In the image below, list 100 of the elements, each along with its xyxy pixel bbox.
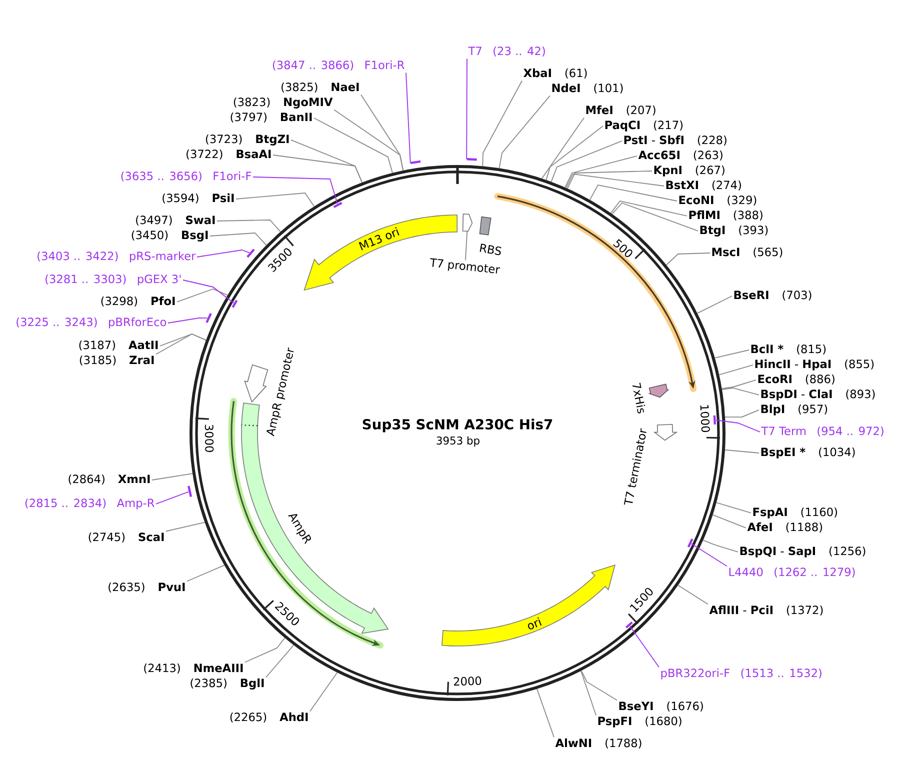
leader-line [210,232,267,246]
tick-label: 1000 [700,405,710,432]
leader-line [566,173,664,188]
leader-line [691,543,728,567]
leader-line [252,176,338,204]
leader-line [610,200,688,216]
leader-line [196,250,250,258]
primer-label: (3281 .. 3303) pGEX 3' [46,274,181,286]
leader-line [482,80,522,167]
enzyme-site-label: (3723) BtgZI [206,134,289,146]
enzyme-site-label: HincII - HpaI (855) [755,359,874,370]
leader-line [716,420,760,432]
leader-line [266,644,294,678]
enzyme-site-label: BspDI - ClaI (893) [761,389,875,400]
enzyme-site-label: KpnI (267) [654,165,724,176]
leader-line [666,252,710,266]
leader-line [360,94,404,172]
enzyme-site-label: AlwNI (1788) [555,738,642,749]
enzyme-site-label: AflIII - PciI (1372) [709,605,823,616]
primer-mark [687,538,694,548]
leader-line [236,192,315,207]
enzyme-site-label: PstI - SbfI (228) [624,135,726,146]
feature-label: 7xHis [632,382,646,414]
primer-mark [466,158,477,161]
leader-line [678,584,708,605]
feature-label: AmpR promoter [266,347,294,436]
leader-line [166,522,206,532]
enzyme-site-label: (3594) PsiI [162,193,234,204]
primer-label: T7 Term (954 .. 972) [761,426,884,437]
primer-label: (3847 .. 3866) F1ori-R [272,60,404,71]
leader-line [182,280,234,304]
enzyme-site-label: MfeI (207) [586,105,656,116]
enzyme-site-label: (2265) AhdI [230,712,308,723]
enzyme-site-label: EcoNI (329) [679,195,756,206]
primer-label: T7 (23 .. 42) [468,46,545,57]
leader-line [612,202,698,232]
leader-line [721,388,760,396]
leader-line [714,350,750,358]
primer-label: (3403 .. 3422) pRS-marker [38,251,196,262]
feature-label: RBS [480,244,502,256]
leader-line [724,410,760,418]
leader-line [629,626,660,668]
leader-line [718,364,754,376]
plasmid-name: Sup35 ScNM A230C His7 [362,418,552,432]
primer-mark [232,300,238,308]
leader-line [186,564,225,582]
enzyme-site-label: PaqCI (217) [605,120,683,132]
enzyme-site-label: BstXI (274) [666,180,741,191]
enzyme-site-label: (3722) BsaAI [186,149,271,160]
leader-line [498,95,550,169]
enzyme-site-label: (3185) ZraI [80,355,154,366]
enzyme-site-label: (2864) XmnI [68,474,150,485]
leader-line [589,184,678,202]
feature-label: T7 terminator [624,428,646,505]
enzyme-site-label: BseRI (703) [734,290,812,301]
enzyme-site-label: NdeI (101) [552,83,623,94]
leader-line [216,220,281,232]
leader-line [244,637,286,663]
enzyme-site-label: (3823) NgoMIV [234,97,333,108]
primer-mark [246,248,255,258]
leader-line [721,380,756,389]
leader-line [696,296,732,314]
leader-line [536,688,554,738]
primer-mark [333,202,342,208]
primer-label: L4440 (1262 .. 1279) [729,567,855,578]
promoter-symbol [462,214,473,232]
enzyme-site-label: (3450) BsgI [132,230,208,242]
tick-label: 3000 [204,424,214,452]
enzyme-site-label: (3825) NaeI [282,82,359,93]
leader-line [716,502,752,514]
leader-line [156,491,189,504]
enzyme-site-label: Acc65I (263) [638,150,722,161]
leader-line [466,58,468,160]
enzyme-site-label: BspEI * (1034) [761,447,855,458]
sequence-length: 3953 bp [436,436,480,447]
enzyme-site-label: (3497) SwaI [136,215,215,226]
enzyme-site-label: (2385) BglI [190,678,264,690]
enzyme-site-label: PspFI (1680) [598,716,682,728]
leader-line [712,514,746,528]
leader-line [160,333,207,346]
primer-label: (3635 .. 3656) F1ori-F [121,171,252,182]
enzyme-site-label: BtgI (393) [700,225,768,236]
enzyme-site-label: (3187) AatII [79,340,158,351]
primer-label: (2815 .. 2834) Amp-R [25,498,154,510]
enzyme-site-label: XbaI (61) [523,68,587,79]
leader-line [702,540,738,552]
leader-line [465,231,468,261]
leader-line [564,156,638,188]
leader-line [314,118,393,174]
leader-line [176,288,228,302]
enzyme-site-label: BspQI - SapI (1256) [740,546,866,558]
leader-line [406,72,411,164]
tick-label: 2000 [454,676,482,686]
enzyme-site-label: MscI (565) [712,247,782,258]
enzyme-site-label: BseYI (1676) [619,701,703,712]
leader-line [152,473,194,480]
enzyme-site-label: (2413) NmeAIII [144,663,243,674]
enzyme-site-label: (3797) BanII [230,112,312,123]
primer-mark [713,415,716,424]
primer-label: (3225 .. 3243) pBRforEco [16,317,166,328]
